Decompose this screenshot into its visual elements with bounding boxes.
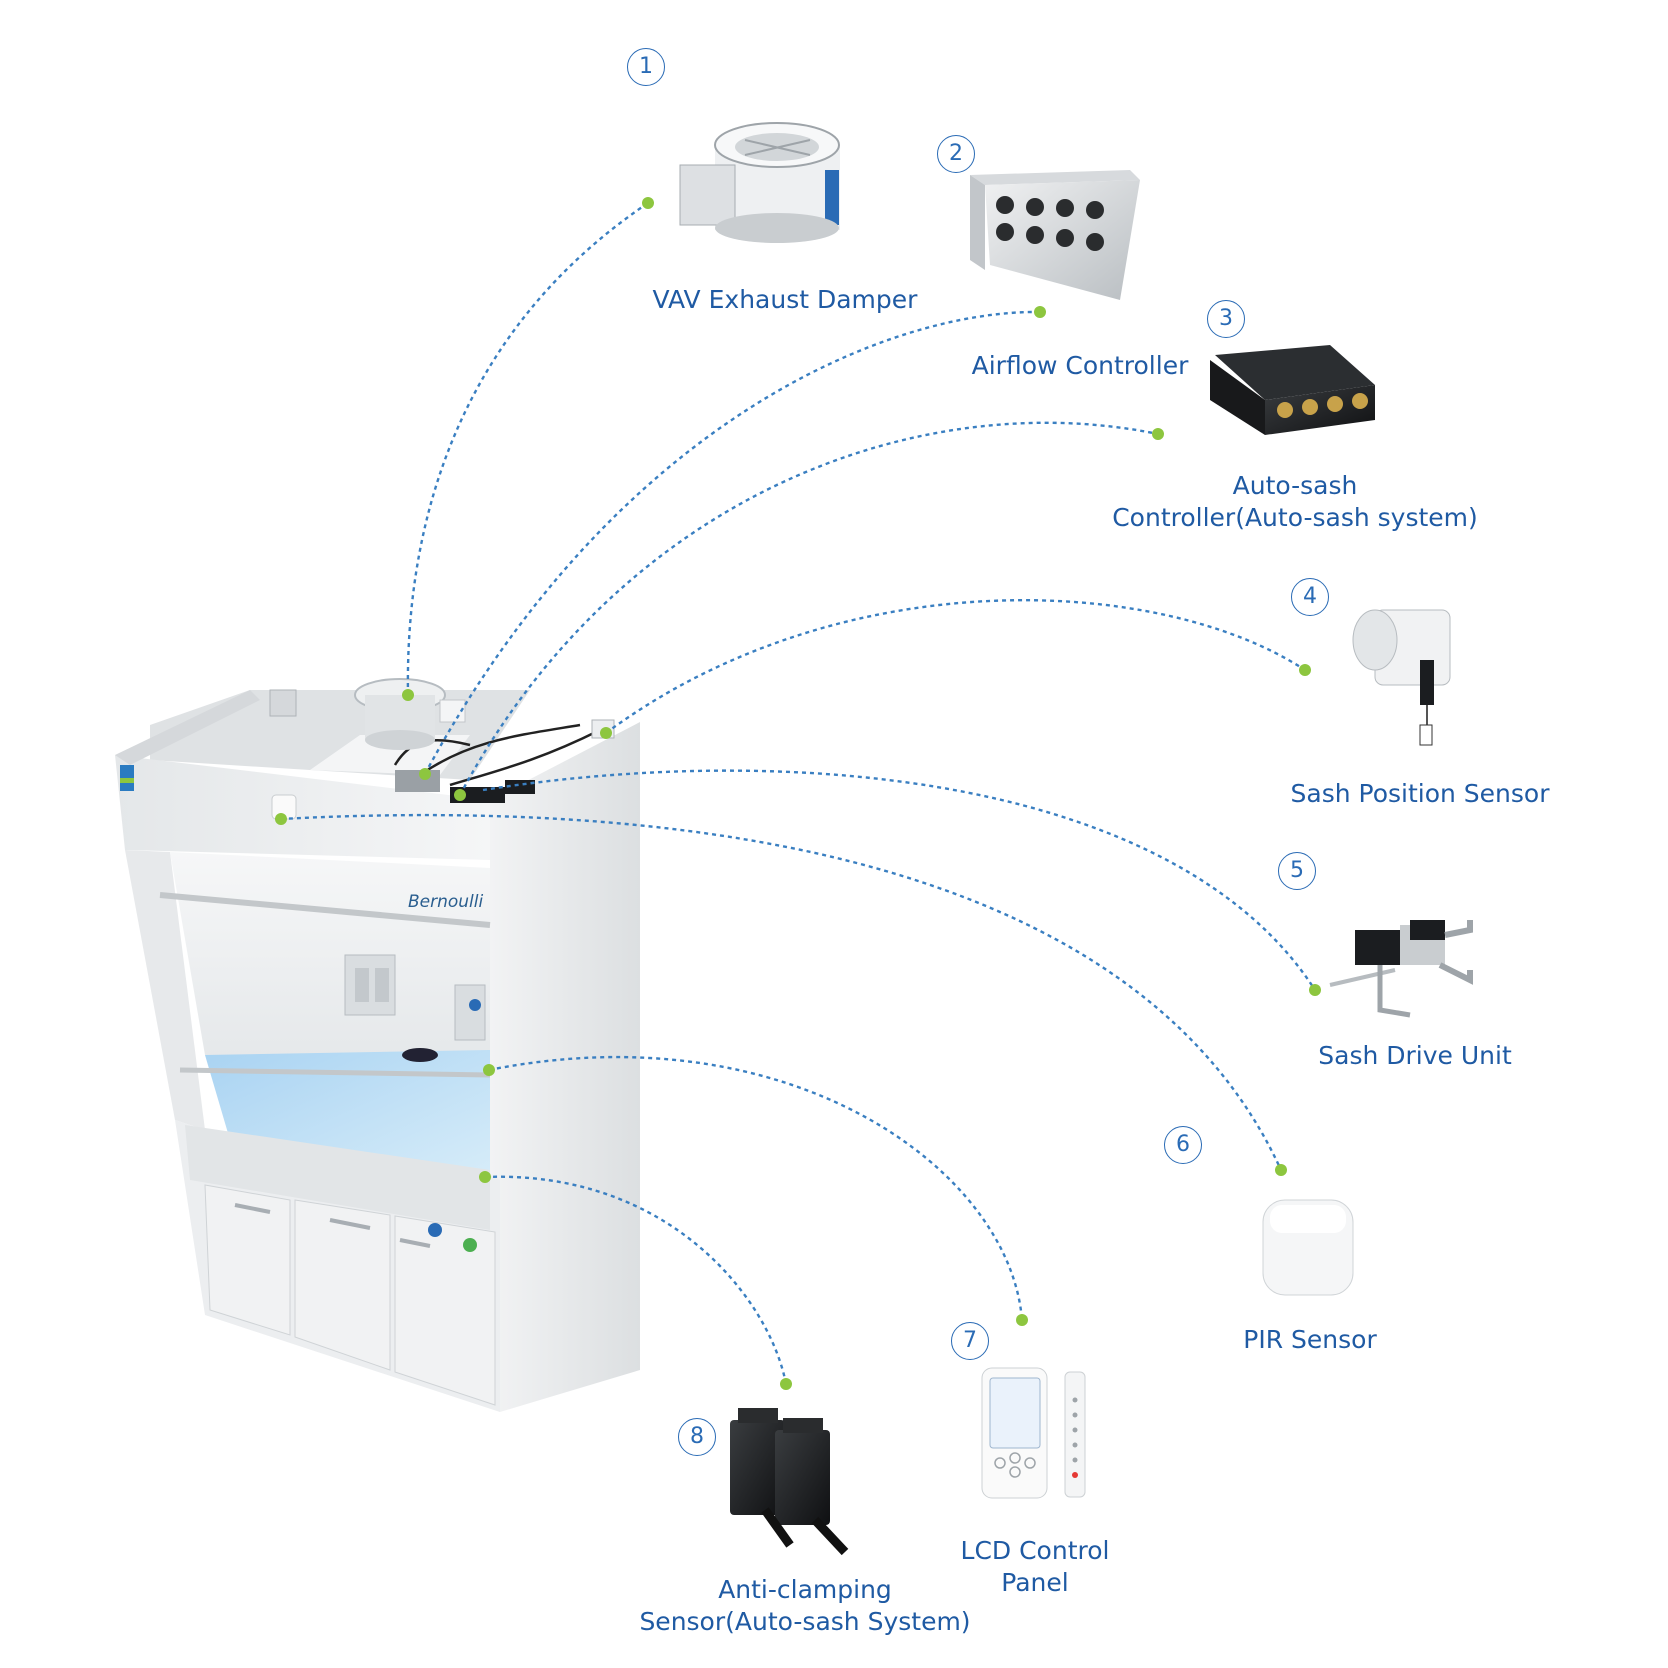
interior-outlet-right <box>375 968 389 1002</box>
component-number-2: 2 <box>937 135 975 173</box>
cabinet-door-middle <box>294 1199 391 1371</box>
fume-hood-cabinet: Bernoulli <box>115 678 640 1412</box>
top-cable-2 <box>419 723 581 777</box>
brand-logo-stripe <box>120 778 134 783</box>
connector-4 <box>605 598 1306 734</box>
interior-valve-knob <box>469 999 481 1011</box>
label-auto-sash-controller: Auto-sash Controller(Auto-sash system) <box>1090 470 1500 534</box>
label-sash-drive-unit: Sash Drive Unit <box>1318 1041 1512 1070</box>
interior-outlet-left <box>355 968 369 1002</box>
dot-3-start <box>454 789 466 801</box>
dot-1-end <box>642 197 654 209</box>
hood-upper-front-panel <box>115 755 490 860</box>
hood-top-edge <box>115 690 260 765</box>
dot-2-end <box>1034 306 1046 318</box>
top-airflow-controller <box>395 770 440 792</box>
cabinet-door-right <box>394 1215 496 1406</box>
label-anti-clamping-sensor-line2: Sensor(Auto-sash System) <box>639 1607 971 1636</box>
interior-valve-panel <box>454 984 486 1041</box>
label-auto-sash-controller-line1: Auto-sash <box>1232 471 1358 500</box>
label-lcd-control-panel: LCD Control Panel <box>930 1535 1140 1599</box>
connector-lines <box>280 202 1317 1385</box>
dot-7-end <box>1016 1314 1028 1326</box>
dot-3-end <box>1152 428 1164 440</box>
anti-clamping-sensor-icon <box>730 1408 849 1556</box>
label-sash-position-sensor: Sash Position Sensor <box>1290 779 1550 808</box>
dot-7-start <box>483 1064 495 1076</box>
label-anti-clamping-sensor: Anti-clamping Sensor(Auto-sash System) <box>615 1574 995 1638</box>
component-number-7: 7 <box>951 1322 989 1360</box>
connector-dots <box>275 197 1321 1390</box>
auto-sash-controller-icon <box>1210 345 1375 435</box>
dot-2-start <box>419 768 431 780</box>
component-number-3: 3 <box>1207 300 1245 338</box>
hood-damper-base <box>365 730 435 750</box>
connector-7 <box>488 1055 1024 1321</box>
label-pir-sensor: PIR Sensor <box>1243 1325 1377 1354</box>
cabinet-door-left <box>204 1184 291 1336</box>
hood-right-side-panel <box>490 722 640 1412</box>
connector-2 <box>423 310 1041 775</box>
sash-drive-unit-icon <box>1329 920 1473 1018</box>
label-lcd-control-panel-line2: Panel <box>1001 1568 1069 1597</box>
door-handle-middle <box>329 1218 371 1230</box>
component-number-4: 4 <box>1291 578 1329 616</box>
hood-control-strip <box>185 1125 490 1230</box>
dot-5-end <box>1309 984 1321 996</box>
dot-4-end <box>1299 664 1311 676</box>
connector-3 <box>458 421 1159 796</box>
service-knob-blue <box>428 1223 442 1237</box>
label-auto-sash-controller-line2: Controller(Auto-sash system) <box>1112 503 1478 532</box>
component-number-6: 6 <box>1164 1126 1202 1164</box>
top-junction-box <box>505 780 535 794</box>
label-anti-clamping-sensor-line1: Anti-clamping <box>718 1575 892 1604</box>
label-vav-exhaust-damper: VAV Exhaust Damper <box>652 285 918 314</box>
brand-logo-text: Bernoulli <box>408 892 484 912</box>
airflow-controller-icon <box>970 170 1140 300</box>
pir-sensor-icon <box>1262 1199 1354 1296</box>
lcd-control-panel-icon <box>981 1367 1086 1499</box>
hood-left-post <box>125 850 205 1130</box>
connector-1 <box>406 202 649 696</box>
dot-4-start <box>600 727 612 739</box>
dot-6-end <box>1275 1164 1287 1176</box>
sash-pulley-left <box>269 689 297 717</box>
vav-damper-icon <box>679 122 840 243</box>
dot-8-end <box>780 1378 792 1390</box>
work-surface-drain <box>402 1048 438 1062</box>
component-number-1: 1 <box>627 48 665 86</box>
door-handle-left <box>234 1203 271 1214</box>
connector-5 <box>482 769 1317 991</box>
sash-bottom-rail <box>179 1067 491 1078</box>
component-number-5: 5 <box>1278 852 1316 890</box>
dot-6-start <box>275 813 287 825</box>
sash-top-rail <box>159 892 491 928</box>
service-knob-green <box>463 1238 477 1252</box>
hood-interior <box>170 852 490 1060</box>
component-number-8: 8 <box>678 1418 716 1456</box>
label-airflow-controller: Airflow Controller <box>971 351 1189 380</box>
label-lcd-control-panel-line1: LCD Control <box>960 1536 1110 1565</box>
dot-8-start <box>479 1171 491 1183</box>
sash-position-sensor-icon <box>1352 609 1451 746</box>
door-handle-right <box>399 1238 431 1248</box>
dot-1-start <box>402 689 414 701</box>
